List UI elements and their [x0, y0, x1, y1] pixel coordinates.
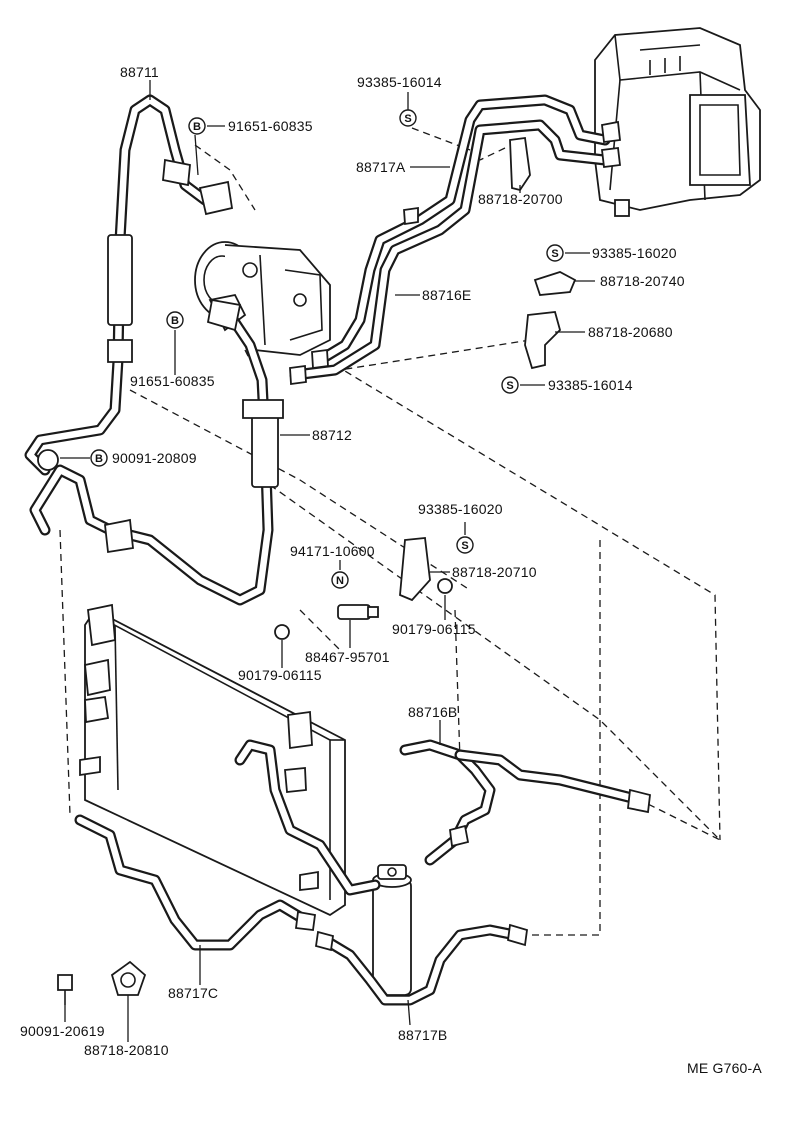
bolt-symbol-top: B — [188, 117, 206, 135]
screw-symbol-top: S — [399, 109, 417, 127]
label-90179-06115-right: 90179-06115 — [392, 621, 476, 637]
svg-text:B: B — [171, 315, 179, 327]
pipe-88717C — [74, 814, 317, 951]
small-parts — [37, 120, 621, 1005]
hose-88711 — [24, 94, 234, 476]
screw-symbol-16014-low: S — [501, 376, 519, 394]
label-90091-20809: 90091-20809 — [112, 450, 197, 466]
compressor — [194, 241, 331, 356]
svg-text:S: S — [551, 248, 558, 260]
label-88716B: 88716B — [408, 704, 457, 720]
pipe-condenser-outlet — [234, 739, 381, 896]
screw-symbol-16020-top: S — [546, 244, 564, 262]
label-88718-20740: 88718-20740 — [600, 273, 685, 289]
label-88717C: 88717C — [168, 985, 218, 1001]
label-88718-20680: 88718-20680 — [588, 324, 673, 340]
label-88716E: 88716E — [422, 287, 471, 303]
label-94171-10600: 94171-10600 — [290, 543, 375, 559]
pipe-88716E — [289, 94, 611, 381]
hose-88712 — [29, 298, 284, 606]
label-93385-16020-top: 93385-16020 — [592, 245, 677, 261]
label-88717B: 88717B — [398, 1027, 447, 1043]
label-88467-95701: 88467-95701 — [305, 649, 390, 665]
condenser — [79, 603, 346, 917]
label-90091-20619: 90091-20619 — [20, 1023, 105, 1039]
evaporator-unit — [594, 27, 761, 217]
svg-text:S: S — [404, 113, 411, 125]
label-91651-60835-low: 91651-60835 — [130, 373, 215, 389]
label-93385-16014-low: 93385-16014 — [548, 377, 633, 393]
symbol-markers: B B B S S S S N — [90, 109, 564, 589]
label-93385-16014-top: 93385-16014 — [357, 74, 442, 90]
label-88712: 88712 — [312, 427, 352, 443]
svg-text:B: B — [193, 121, 201, 133]
label-88717A: 88717A — [356, 159, 406, 175]
label-88711: 88711 — [120, 64, 159, 80]
pipe-88717B — [314, 923, 528, 1006]
nut-symbol: N — [331, 571, 349, 589]
leader-lines — [60, 80, 595, 1042]
label-88718-20700: 88718-20700 — [478, 191, 563, 207]
reference-code: ME G760-A — [687, 1060, 762, 1076]
label-88718-20710: 88718-20710 — [452, 564, 537, 580]
svg-text:N: N — [336, 575, 344, 587]
screw-symbol-16020-mid: S — [456, 536, 474, 554]
bolt-symbol-90091: B — [90, 449, 108, 467]
label-91651-60835-top: 91651-60835 — [228, 118, 313, 134]
svg-text:B: B — [95, 453, 103, 465]
label-88718-20810: 88718-20810 — [84, 1042, 169, 1058]
bolt-symbol-low: B — [166, 311, 184, 329]
label-93385-16020-mid: 93385-16020 — [418, 501, 503, 517]
label-90179-06115-left: 90179-06115 — [238, 667, 322, 683]
svg-text:S: S — [461, 540, 468, 552]
svg-text:S: S — [506, 380, 513, 392]
receiver-drier — [372, 864, 412, 996]
part-labels: 88711 91651-60835 91651-60835 93385-1601… — [20, 64, 762, 1076]
pipe-88716B — [399, 739, 651, 866]
